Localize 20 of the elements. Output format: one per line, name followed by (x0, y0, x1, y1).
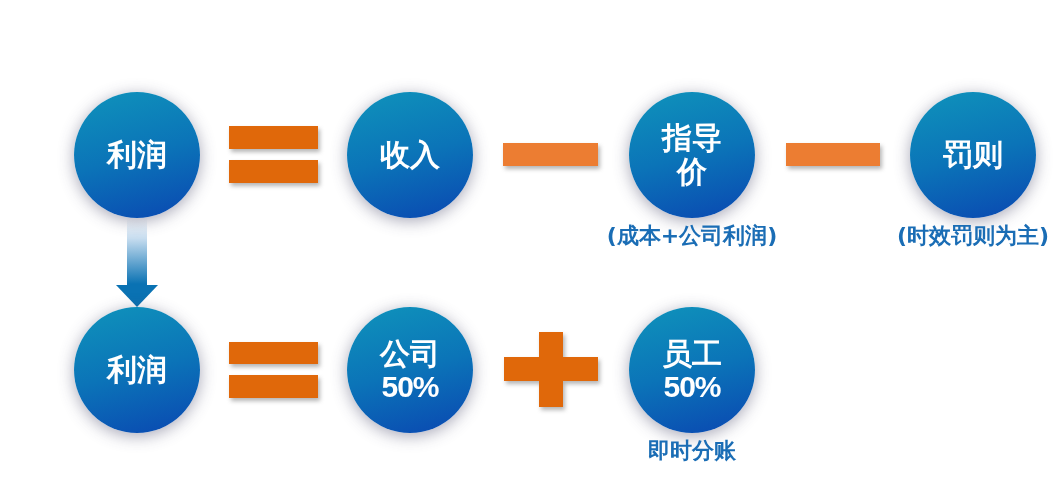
down-arrow (116, 218, 158, 307)
circle-node (629, 307, 755, 433)
node-label: 利润 (105, 353, 168, 387)
circle-node (347, 92, 473, 218)
node-caption: 即时分账 (648, 437, 736, 465)
node-label: 公司 (378, 336, 441, 371)
circle-node (74, 92, 200, 218)
circle-node (74, 307, 200, 433)
percentage-value: 50% (381, 370, 439, 404)
node-label: 收入 (379, 138, 441, 172)
circle-node (910, 92, 1036, 218)
circle-node (629, 92, 755, 218)
node-label: 指导价 (660, 121, 723, 189)
node-label: 利润 (105, 138, 168, 172)
node-caption: (成本+公司利润) (606, 222, 778, 250)
node-label: 罚则 (942, 138, 1004, 172)
node-caption: (时效罚则为主) (896, 222, 1050, 250)
percentage-value: 50% (663, 370, 721, 404)
node-label: 员工 (661, 336, 723, 371)
circle-node (347, 307, 473, 433)
